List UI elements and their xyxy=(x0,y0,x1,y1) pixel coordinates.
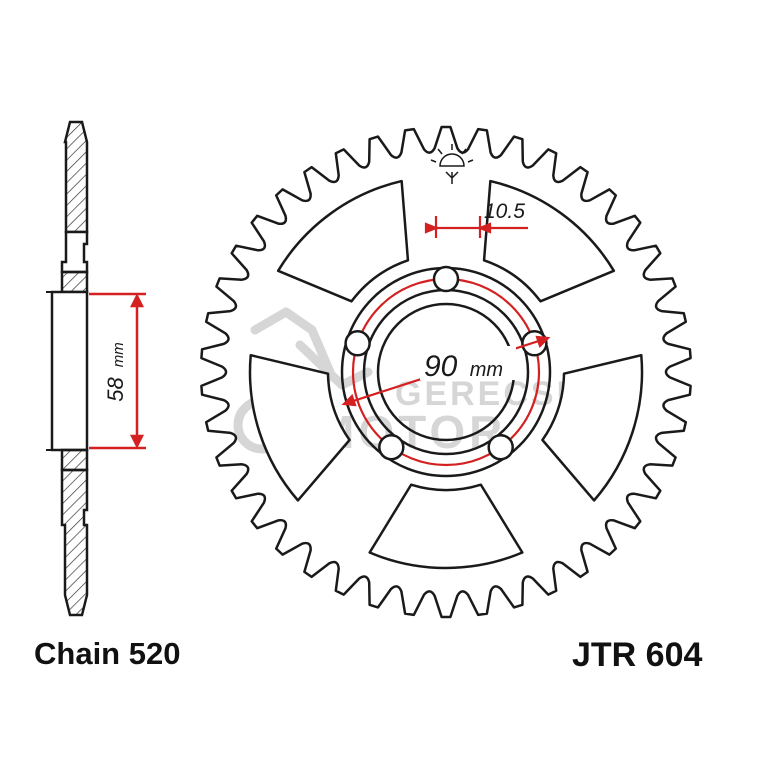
lightening-hole xyxy=(541,353,644,502)
lightening-hole xyxy=(482,179,616,303)
side-profile-view xyxy=(46,120,89,617)
profile-top-section xyxy=(63,120,89,234)
tooth-spacing-dimension xyxy=(424,216,528,238)
lightening-holes xyxy=(248,179,644,570)
bolt-circle-text: 90 mm xyxy=(424,350,503,383)
bolt-hole xyxy=(487,433,514,461)
profile-neck-top xyxy=(60,230,89,274)
bolt-hole xyxy=(432,265,460,293)
svg-text:58 mm: 58 mm xyxy=(103,342,128,402)
sprocket-tooth-outline xyxy=(200,125,692,619)
bolt-circle-unit: mm xyxy=(470,359,503,381)
spacing-arrow-left xyxy=(424,222,439,234)
bore-dimension-text: 58 mm xyxy=(103,342,128,402)
bore-value: 58 xyxy=(103,377,128,402)
tooth-spacing-value: 10.5 xyxy=(484,200,525,223)
bore-arrow-top xyxy=(129,293,145,308)
chain-size-label: Chain 520 xyxy=(34,636,181,671)
bore-dimension xyxy=(89,292,146,450)
profile-upper-flange xyxy=(60,270,89,294)
bolt-circle-arrow-left xyxy=(341,393,357,407)
bolt-circle-label-bg xyxy=(420,346,516,380)
sprocket-front-view: 10.5 90 mm xyxy=(200,125,692,619)
part-number-label: JTR 604 xyxy=(572,636,703,674)
lightening-hole xyxy=(248,353,351,502)
bolt-hole xyxy=(344,330,371,357)
sun-logo-icon xyxy=(430,144,474,184)
lightening-hole xyxy=(276,179,410,303)
profile-hub-bore xyxy=(50,290,89,452)
lightening-hole xyxy=(368,483,524,570)
profile-bottom-section xyxy=(60,468,89,617)
bolt-circle-arrow-right xyxy=(535,335,551,349)
bolt-hole xyxy=(378,433,405,461)
bore-unit: mm xyxy=(110,342,127,367)
profile-lower-flange xyxy=(60,448,89,472)
bolt-circle-value: 90 xyxy=(424,350,458,383)
spacing-arrow-right xyxy=(477,222,492,234)
bore-arrow-bottom xyxy=(129,434,145,449)
